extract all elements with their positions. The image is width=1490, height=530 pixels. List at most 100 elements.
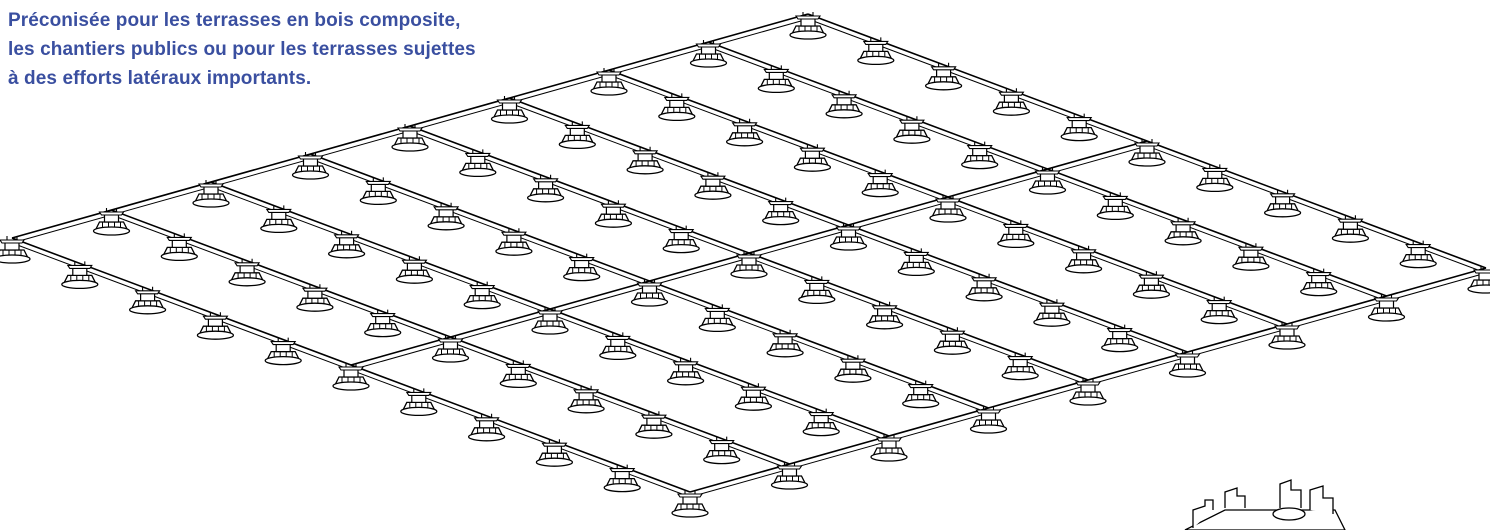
pedestal-icon — [734, 382, 773, 411]
pedestal-icon — [757, 64, 795, 94]
pedestal-icon — [1268, 321, 1306, 350]
pedestal-icon — [730, 250, 768, 279]
pedestal-icon — [825, 90, 863, 119]
pedestal-icon — [766, 329, 804, 358]
cross-beam — [350, 140, 1148, 366]
pedestal-icon — [427, 202, 465, 231]
pedestal-head-detail-icon — [1184, 479, 1346, 530]
pedestal-icon — [834, 354, 872, 383]
pedestal-icon — [594, 199, 633, 228]
pedestal-icon — [870, 433, 908, 462]
pedestal-icon — [296, 283, 334, 312]
pedestal-icon — [626, 146, 664, 175]
pedestal-icon — [431, 334, 470, 363]
cross-beam — [11, 13, 809, 239]
pedestal-icon — [1096, 191, 1134, 221]
pedestal-icon — [703, 435, 741, 465]
pedestal-icon — [61, 260, 99, 290]
pedestal-icon — [1200, 295, 1238, 325]
pedestal-icon — [264, 336, 302, 366]
pedestal-icon — [969, 405, 1008, 434]
pedestal-icon — [789, 11, 827, 40]
pedestal-icon — [698, 303, 736, 333]
pedestal-icon — [992, 87, 1031, 116]
pedestal-icon — [0, 235, 31, 264]
pedestal-icon — [929, 194, 967, 223]
pedestal-icon — [558, 120, 596, 150]
pedestal-icon — [463, 280, 501, 310]
pedestal-icon — [1033, 298, 1071, 327]
caption-line-3: à des efforts latéraux importants. — [8, 68, 312, 89]
pedestal-icon — [865, 301, 904, 330]
pedestal-icon — [526, 174, 565, 203]
pedestal-icon — [1101, 323, 1139, 353]
pedestal-icon — [364, 308, 402, 338]
pedestal-icon — [671, 489, 709, 518]
pedestal-icon — [495, 227, 533, 256]
pedestal-icon — [459, 148, 497, 178]
caption: Préconisée pour les terrasses en bois co… — [8, 6, 628, 93]
pedestal-icon — [1263, 189, 1302, 218]
pedestal-icon — [395, 255, 434, 284]
pedestal-icon — [902, 379, 940, 409]
pedestal-icon — [770, 461, 809, 490]
pedestal-icon — [535, 438, 574, 467]
pedestal-icon — [725, 118, 764, 147]
pedestal-icon — [689, 39, 728, 68]
pedestal-icon — [228, 258, 266, 287]
pedestal-icon — [1467, 265, 1490, 294]
pedestal-icon — [694, 171, 732, 200]
pedestal-icon — [531, 306, 569, 335]
pedestal-icon — [893, 115, 931, 144]
pedestal-icon — [829, 222, 868, 251]
pedestal-icon — [997, 219, 1035, 249]
pedestal-icon — [359, 176, 397, 206]
pedestal-icon — [563, 252, 601, 282]
pedestal-icon — [802, 407, 840, 437]
pedestal-icon — [1069, 377, 1107, 406]
pedestal-icon — [1028, 166, 1067, 195]
pedestal-icon — [1399, 239, 1437, 269]
pedestal-icon — [1300, 267, 1338, 297]
pedestal-icon — [599, 331, 637, 361]
pedestal-icon — [961, 140, 999, 170]
pedestal-icon — [1164, 217, 1202, 246]
pedestal-icon — [92, 207, 131, 236]
pedestal-icon — [857, 36, 895, 66]
pedestal-icon — [160, 232, 198, 262]
pedestal-icon — [603, 463, 641, 493]
pedestal-icon — [196, 311, 235, 340]
pedestal-icon — [933, 326, 972, 355]
pedestal-icon — [861, 168, 899, 198]
pedestal-icon — [1331, 214, 1370, 243]
pedestal-icon — [924, 62, 963, 91]
caption-line-1: Préconisée pour les terrasses en bois co… — [8, 10, 461, 31]
pedestal-icon — [192, 179, 230, 208]
pedestal-icon — [400, 387, 438, 417]
pedestal-icon — [630, 278, 669, 307]
pedestal-icon — [1232, 242, 1270, 271]
pedestal-icon — [327, 230, 366, 259]
pedestal-icon — [798, 275, 836, 305]
pedestal-icon — [635, 410, 673, 439]
pedestal-icon — [1196, 163, 1234, 193]
pedestal-icon — [1064, 245, 1103, 274]
pedestal-icon — [567, 385, 605, 414]
pedestal-icon — [391, 123, 429, 152]
pedestal-icon — [1132, 270, 1171, 299]
pedestal-icon — [1001, 351, 1039, 381]
pedestal-icon — [762, 196, 800, 226]
pedestal-icon — [897, 247, 935, 277]
pedestal-icon — [1168, 349, 1207, 378]
pedestal-icon — [793, 143, 832, 172]
pedestal-icon — [332, 362, 370, 391]
pedestal-icon — [467, 413, 506, 442]
pedestal-icon — [490, 95, 529, 124]
pedestal-icon — [658, 92, 696, 122]
pedestal-icon — [260, 204, 298, 234]
pedestal-icon — [1060, 112, 1098, 142]
cross-beam — [689, 267, 1487, 493]
pedestal-icon — [1128, 138, 1166, 167]
pedestal-icon — [662, 224, 700, 254]
